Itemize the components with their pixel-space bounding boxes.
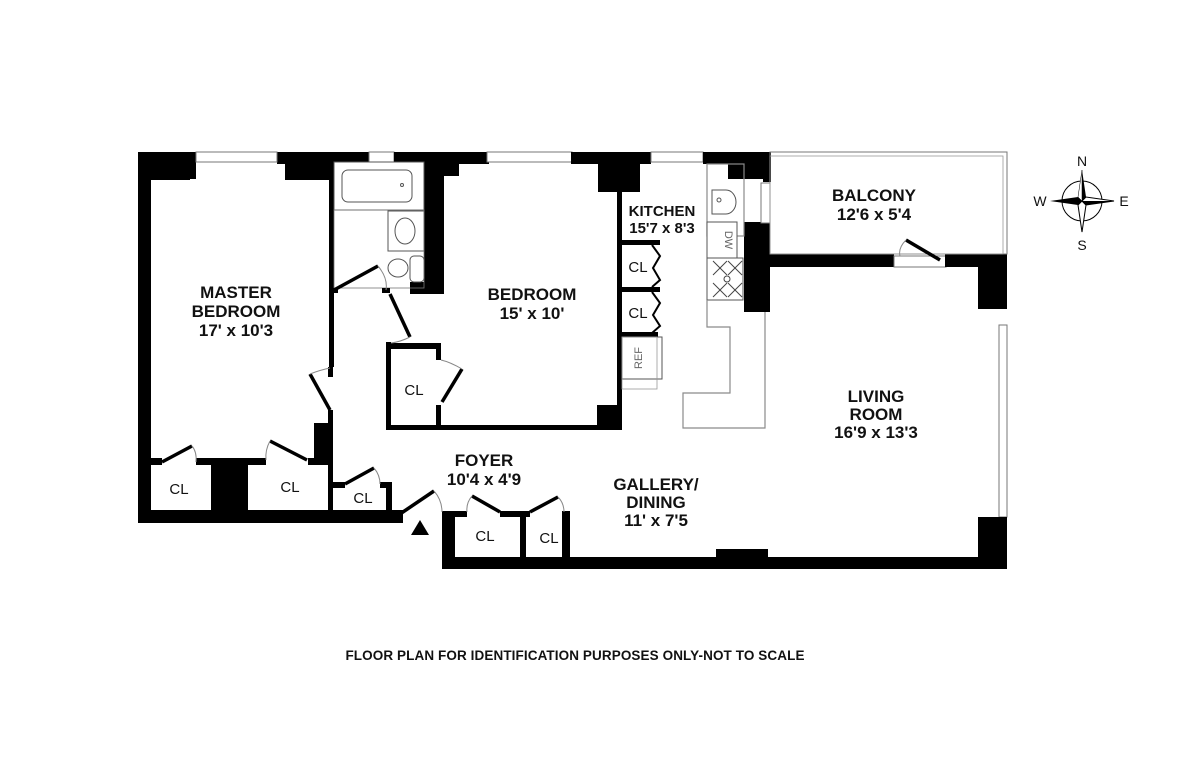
disclaimer-text: FLOOR PLAN FOR IDENTIFICATION PURPOSES O… [345,648,805,663]
closet-label: CL [404,382,423,399]
kitchen-dims: 15'7 x 8'3 [629,220,695,237]
bedroom-dims: 15' x 10' [500,304,565,323]
foyer-dims: 10'4 x 4'9 [447,470,521,489]
gallery-label-1: GALLERY/ [613,475,699,494]
interior-walls [150,240,660,561]
balcony-outline [769,151,1008,255]
kitchen-label: KITCHEN [629,203,696,220]
compass-west: W [1033,193,1047,209]
toilet-tank [409,255,425,283]
compass-rose: N S W E [1033,153,1128,253]
closet-labels: CL CL CL CL CL CL CL CL [169,259,647,547]
compass-east: E [1119,193,1128,209]
refrigerator-label: REF [633,347,645,369]
closet-label: CL [353,490,372,507]
fixture-labels: DW REF [633,231,734,369]
closet-label: CL [169,481,188,498]
master-bedroom-dims: 17' x 10'3 [199,321,273,340]
closet-label: CL [280,479,299,496]
walls [138,151,1008,569]
compass-north: N [1077,153,1087,169]
compass-south: S [1077,237,1086,253]
toilet-bowl [387,258,409,278]
gallery-dims: 11' x 7'5 [624,511,688,530]
foyer-label: FOYER [455,451,514,470]
closet-label: CL [628,259,647,276]
balcony-label: BALCONY [832,186,917,205]
sink [394,217,416,245]
living-room-dims: 16'9 x 13'3 [834,423,918,442]
room-labels: MASTER BEDROOM 17' x 10'3 BEDROOM 15' x … [192,186,918,530]
bathroom [333,161,425,289]
dishwasher-label: DW [722,231,734,250]
kitchen-sink [711,189,737,215]
entry-marker [411,520,429,535]
gallery-label-2: DINING [626,493,686,512]
master-bedroom-label-2: BEDROOM [192,302,281,321]
balcony-dims: 12'6 x 5'4 [837,205,912,224]
kitchen-fixtures [621,163,766,429]
living-room-label-1: LIVING [848,387,905,406]
closet-label: CL [628,305,647,322]
closet-label: CL [475,528,494,545]
bathtub-basin [341,169,413,203]
closet-label: CL [539,530,558,547]
doors [161,238,941,535]
bedroom-label: BEDROOM [488,285,577,304]
stove [706,257,744,301]
living-room-label-2: ROOM [850,405,903,424]
master-bedroom-label-1: MASTER [200,283,272,302]
